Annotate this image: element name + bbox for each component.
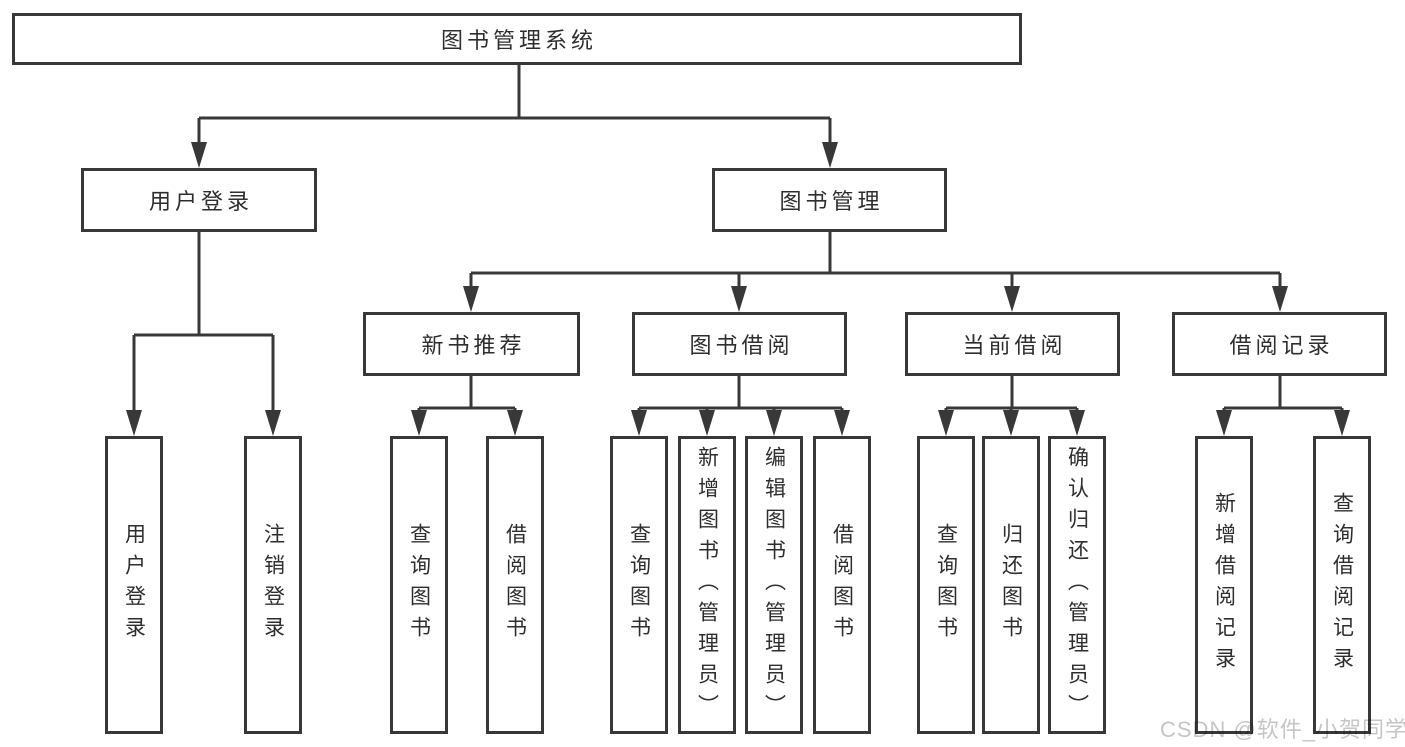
node-borrow-records: 借阅记录 bbox=[1172, 312, 1387, 376]
leaf-logout: 注销登录 bbox=[244, 436, 302, 734]
leaf-add-borrow-record: 新增借阅记录 bbox=[1195, 436, 1253, 734]
leaf-confirm-return-admin: 确认归还（管理员） bbox=[1048, 436, 1106, 734]
leaf-return-books: 归还图书 bbox=[982, 436, 1040, 734]
node-user-login: 用户登录 bbox=[81, 168, 317, 232]
leaf-query-books-recommend: 查询图书 bbox=[390, 436, 448, 734]
node-book-management: 图书管理 bbox=[712, 168, 947, 232]
leaf-add-books-admin: 新增图书（管理员） bbox=[678, 436, 736, 734]
leaf-user-login: 用户登录 bbox=[105, 436, 163, 734]
node-book-borrow: 图书借阅 bbox=[632, 312, 847, 376]
leaf-query-books-borrow: 查询图书 bbox=[610, 436, 668, 734]
node-new-book-recommend: 新书推荐 bbox=[363, 312, 580, 376]
leaf-borrow-books: 借阅图书 bbox=[813, 436, 871, 734]
leaf-edit-books-admin: 编辑图书（管理员） bbox=[745, 436, 803, 734]
leaf-query-books-current: 查询图书 bbox=[917, 436, 975, 734]
node-current-borrow: 当前借阅 bbox=[905, 312, 1120, 376]
node-root-system: 图书管理系统 bbox=[12, 13, 1022, 65]
leaf-query-borrow-record: 查询借阅记录 bbox=[1313, 436, 1371, 734]
leaf-borrow-books-recommend: 借阅图书 bbox=[486, 436, 544, 734]
arrowhead-icons bbox=[126, 142, 1350, 436]
